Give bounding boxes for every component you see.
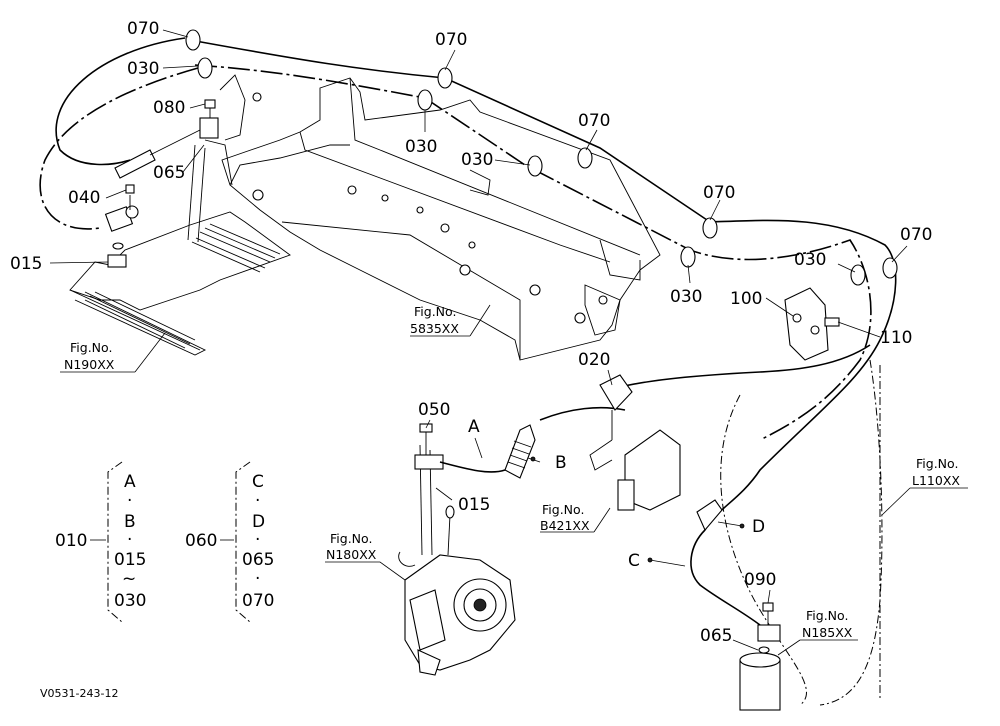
legend-code-060: 060 [185,531,217,551]
fig-label-5835: Fig.No. [414,304,456,319]
callout-065: 065 [153,163,185,183]
callout-015: 015 [458,495,490,515]
callout-070: 070 [900,225,932,245]
frame-rail [204,74,661,361]
legend-set-060: 060 C · D · 065 · 070 [185,461,274,623]
callout-030: 030 [794,250,826,270]
callout-100: 100 [730,289,762,309]
detail-outline [720,394,807,706]
hose-lines [39,37,897,626]
callout-030: 030 [670,287,702,307]
legend-code-010: 010 [55,531,87,551]
fig-label-n185: Fig.No. [806,608,848,623]
legend-item: · [255,491,260,511]
valve-bracket [589,374,681,511]
callout-090: 090 [744,570,776,590]
fig-code-l110: L110XX [912,473,960,488]
detail-outline-2 [819,359,883,706]
callout-C: C [628,551,640,571]
callout-030: 030 [461,150,493,170]
legend-item: D [252,512,265,532]
fig-code-5835: 5835XX [410,321,459,336]
legend-item: ~ [122,569,136,589]
legend-item: B [124,512,136,532]
fig-code-n185: N185XX [802,625,853,640]
drawing-code: V0531-243-12 [40,687,118,700]
legend-item: 065 [242,550,274,570]
legend-item: · [255,569,260,589]
callout-015: 015 [10,254,42,274]
fig-code-n180: N180XX [326,547,377,562]
callout-labels: 070 030 080 065 040 015 070 030 030 070 … [10,19,932,646]
fig-label-n180: Fig.No. [330,531,372,546]
callout-D: D [752,517,765,537]
callout-B: B [555,453,567,473]
callout-070: 070 [578,111,610,131]
fig-code-n190: N190XX [64,357,115,372]
leader-lines [49,29,968,656]
fig-label-n190: Fig.No. [70,340,112,355]
bracket-100 [784,287,840,361]
callout-030: 030 [127,59,159,79]
callout-065: 065 [700,626,732,646]
legend-set-010: 010 A · B · 015 ~ 030 [55,461,146,623]
callout-020: 020 [578,350,610,370]
fig-label-b421: Fig.No. [542,502,584,517]
clamp-icons [185,29,898,286]
callout-050: 050 [418,400,450,420]
callout-110: 110 [880,328,912,348]
callout-070: 070 [435,30,467,50]
legend-item: · [127,530,132,550]
legend-item: 070 [242,591,274,611]
callout-040: 040 [68,188,100,208]
legend-item: A [124,472,136,492]
receiver-drier [696,499,781,711]
compressor [398,423,536,676]
legend-item: · [127,491,132,511]
figure-references: Fig.No. N190XX Fig.No. 5835XX Fig.No. N1… [64,304,960,640]
receiver-fitting [104,99,219,268]
callout-070: 070 [703,183,735,203]
legend-item: 030 [114,591,146,611]
legend-item: 015 [114,550,146,570]
fig-code-b421: B421XX [540,518,590,533]
callout-dots [530,456,745,563]
fig-label-l110: Fig.No. [916,456,958,471]
callout-070: 070 [127,19,159,39]
callout-080: 080 [153,98,185,118]
bolt-holes [252,92,608,324]
callout-A: A [468,417,480,437]
legend-item: · [255,530,260,550]
legend-item: C [252,472,264,492]
callout-030: 030 [405,137,437,157]
